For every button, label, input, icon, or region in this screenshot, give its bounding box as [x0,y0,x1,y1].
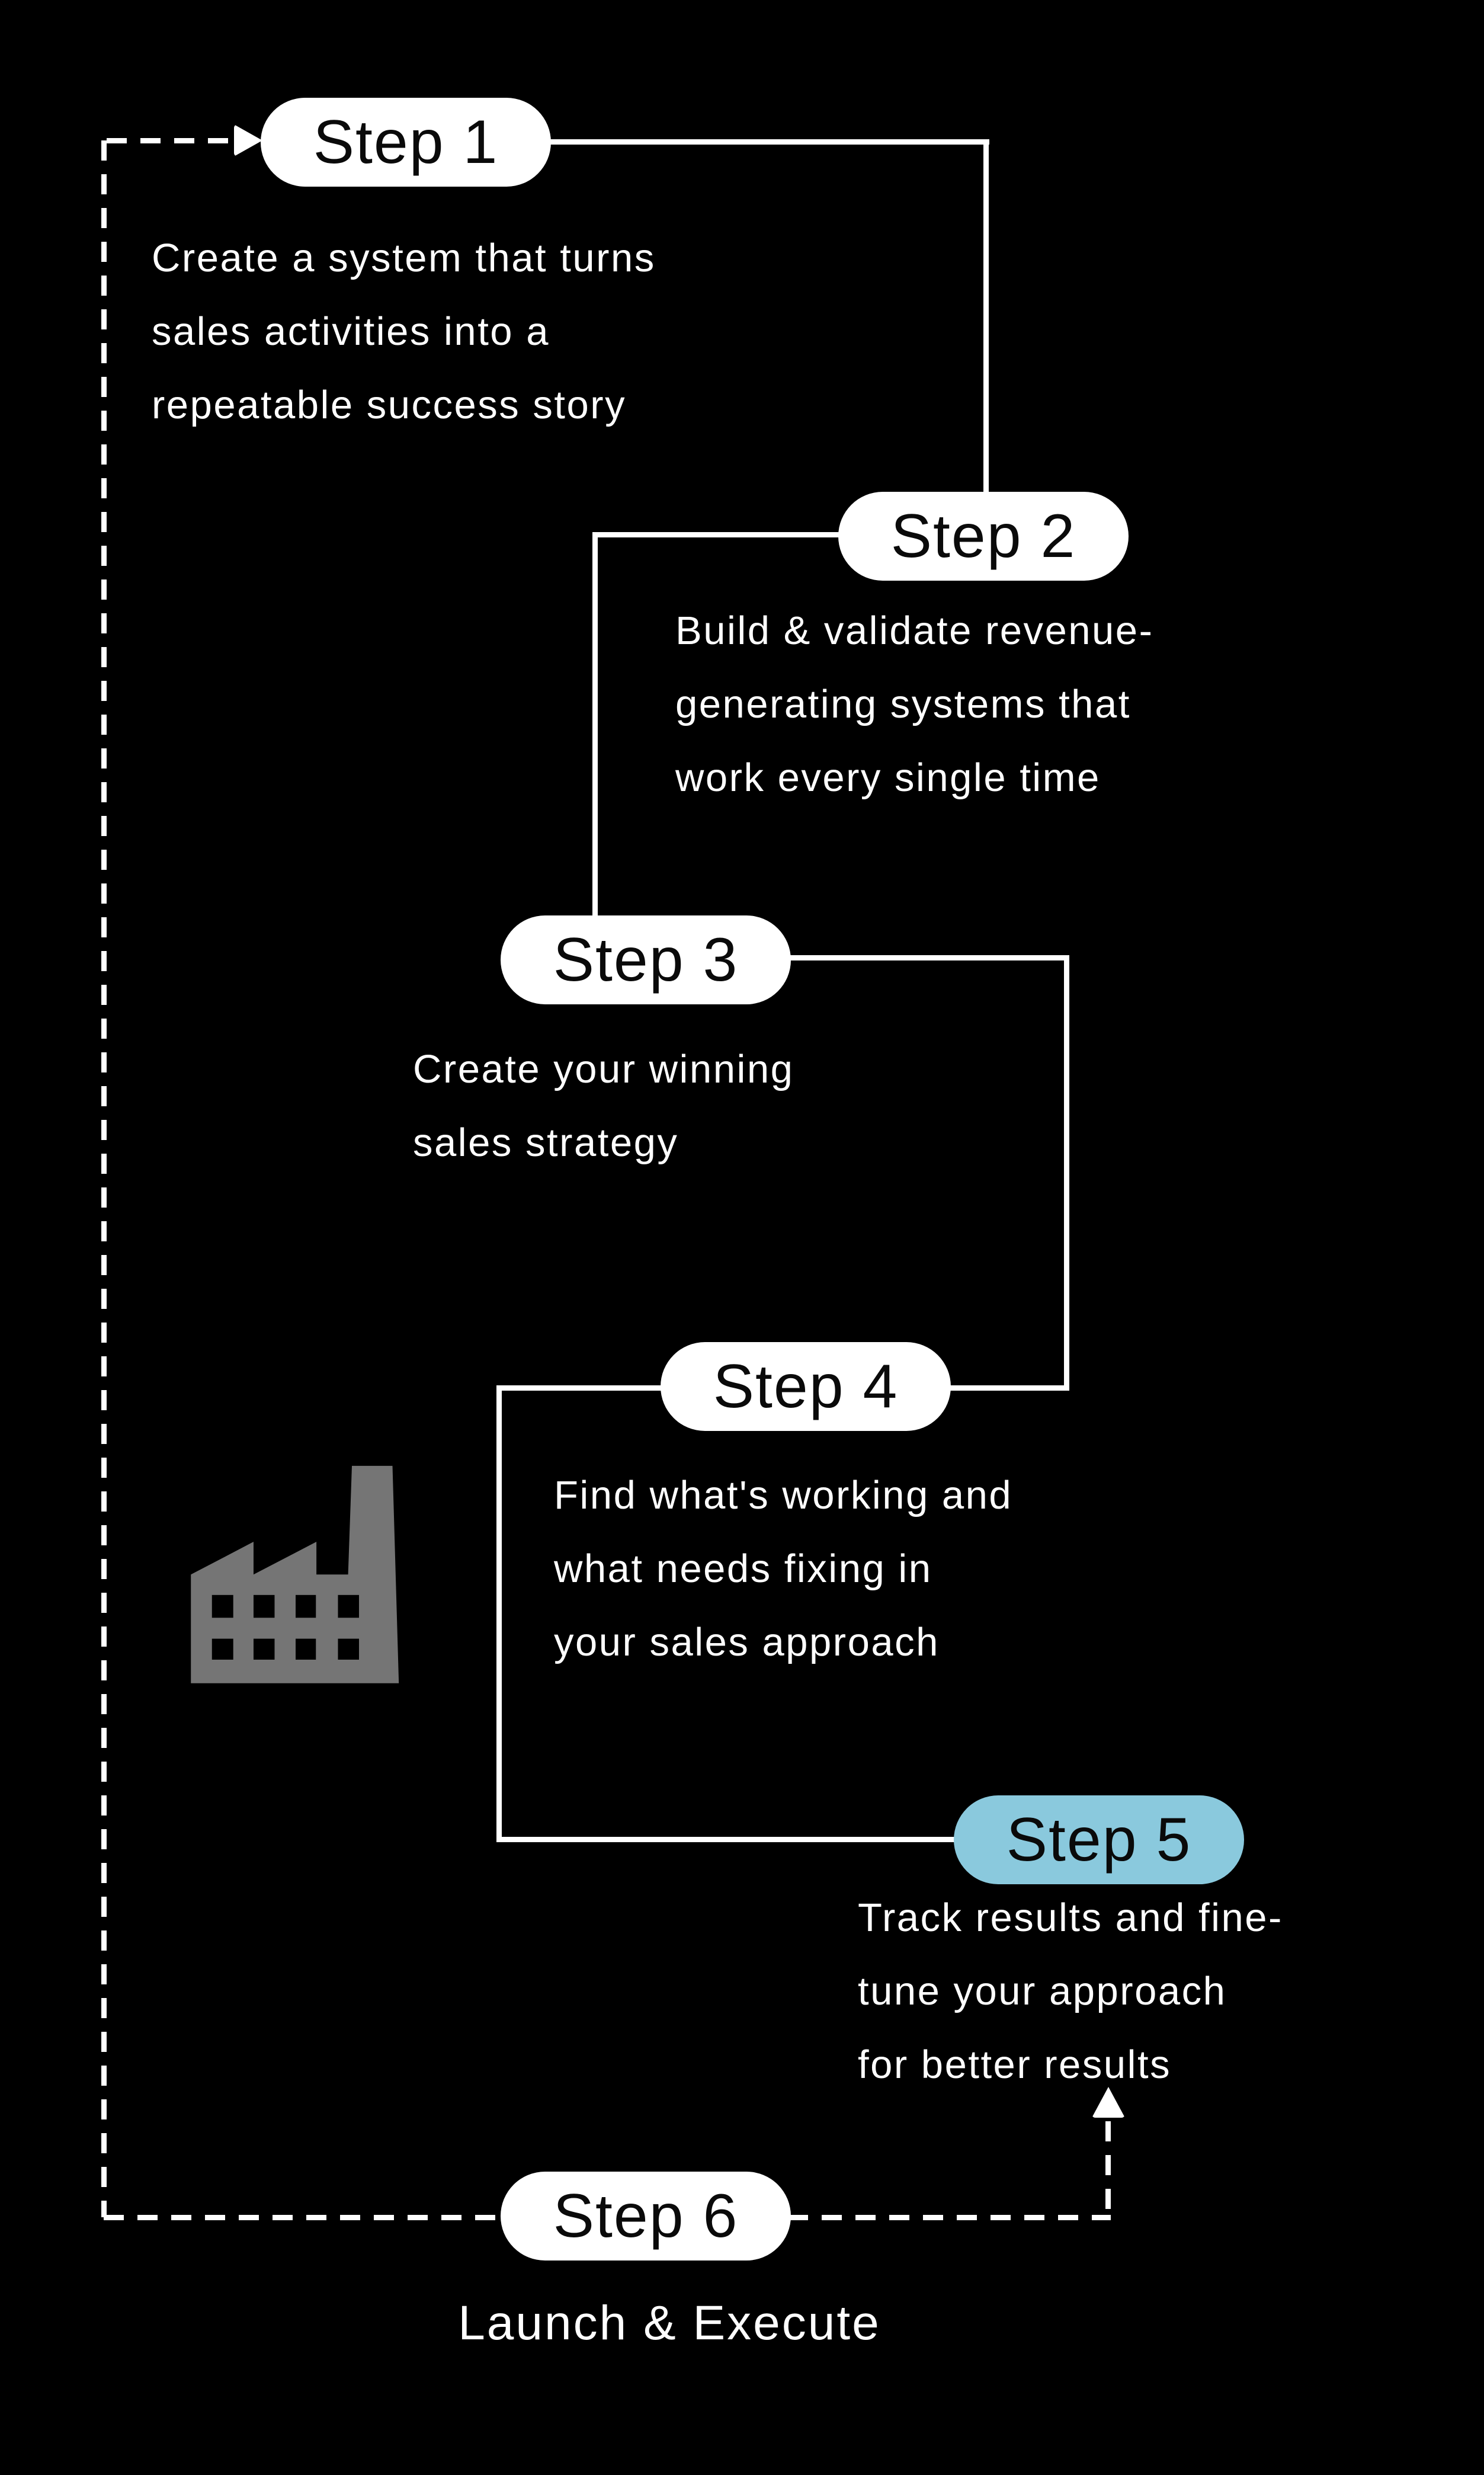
connector-step4-step5-into-pill [496,1837,957,1842]
step-3-description: Create your winning sales strategy [413,1033,794,1180]
connector-step3-step4-vertical [1064,955,1069,1391]
step-2-description: Build & validate revenue- generating sys… [675,594,1153,815]
description-line: repeatable success story [152,383,627,427]
step-2-label: Step 2 [890,501,1076,571]
step-6-pill: Step 6 [501,2172,791,2261]
step-3-pill: Step 3 [501,915,791,1004]
dashed-loop-line-bottom-left [104,2215,501,2220]
dashed-loop-line-up [1105,2121,1111,2217]
dashed-arrow-up-icon [1092,2087,1125,2118]
step-5-description: Track results and fine- tune your approa… [858,1881,1283,2102]
description-line: Track results and fine- [858,1896,1283,1940]
connector-step3-step4-into-pill [948,1385,1069,1391]
dashed-start-line [107,138,234,143]
step-6-label: Step 6 [553,2181,739,2250]
dashed-arrow-right-icon [234,124,262,156]
description-line: generating systems that [675,682,1131,726]
description-line: Create a system that turns [152,236,656,280]
connector-step3-step4-horizontal [788,955,1069,960]
step-4-label: Step 4 [713,1352,899,1421]
connector-step2-step3-horizontal [592,532,841,537]
connector-step1-step2-vertical [983,139,989,497]
step-5-label: Step 5 [1006,1805,1192,1874]
description-line: tune your approach [858,1969,1227,2013]
step-6-description: Launch & Execute [458,2296,881,2350]
description-line: what needs fixing in [554,1547,932,1591]
description-line: for better results [858,2042,1172,2087]
factory-icon [191,1465,399,1683]
step-2-pill: Step 2 [838,492,1129,581]
description-line: your sales approach [554,1620,940,1664]
description-line: Create your winning [413,1047,794,1091]
description-line: work every single time [675,755,1101,800]
step-4-pill: Step 4 [661,1342,951,1431]
connector-step4-step5-horizontal [496,1385,664,1391]
step-3-label: Step 3 [553,925,739,994]
step-4-description: Find what's working and what needs fixin… [554,1459,1012,1679]
description-line: sales activities into a [152,309,550,354]
dashed-loop-line-bottom-right [788,2215,1111,2220]
dashed-loop-line-left [101,140,107,2217]
step-1-label: Step 1 [313,107,499,177]
description-line: Find what's working and [554,1473,1013,1517]
description-line: sales strategy [413,1120,679,1165]
step-1-pill: Step 1 [261,98,551,187]
connector-step2-step3-vertical [592,532,598,921]
step-5-pill-highlighted: Step 5 [954,1795,1244,1884]
connector-step4-step5-vertical [496,1385,502,1842]
description-line: Build & validate revenue- [675,609,1154,653]
step-1-description: Create a system that turns sales activit… [152,222,656,442]
connector-step1-step2-horizontal [545,139,989,145]
